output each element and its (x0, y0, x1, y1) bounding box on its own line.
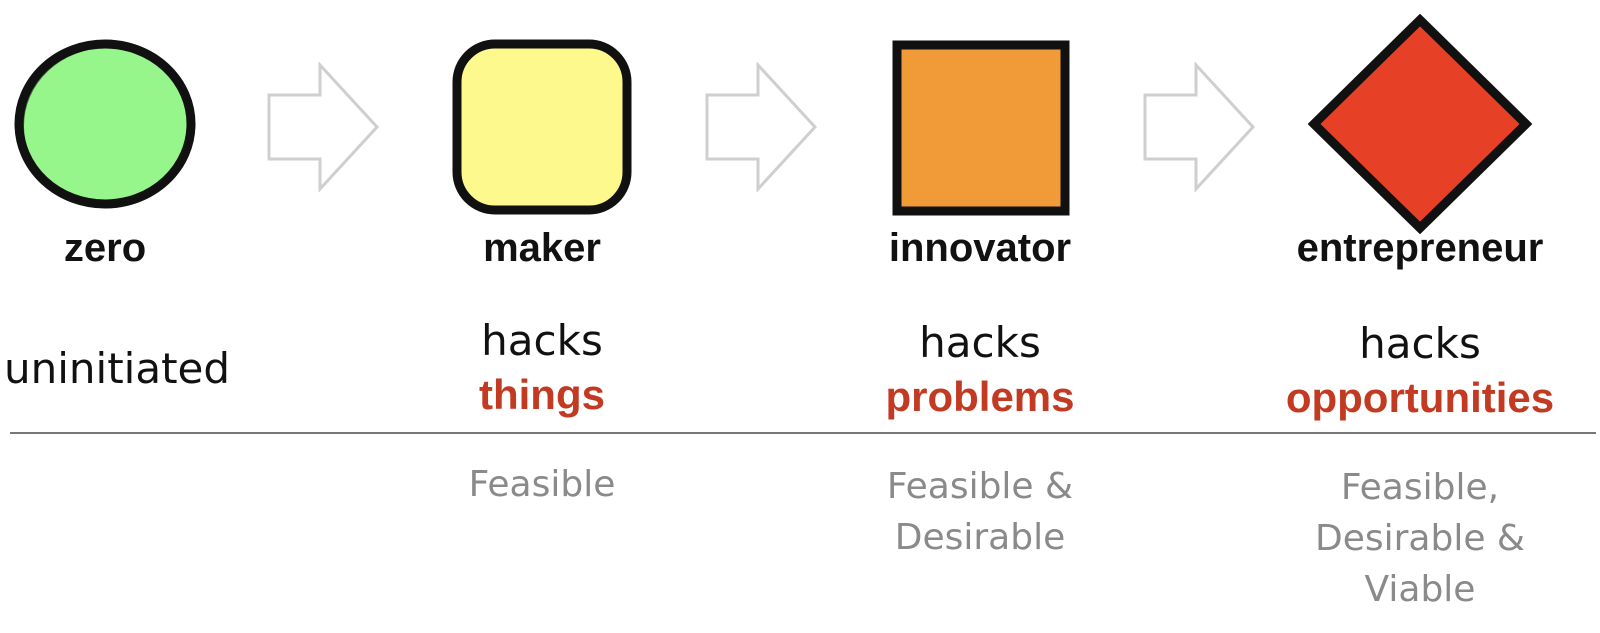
criteria-line: Desirable (894, 517, 1066, 558)
arrow-right-icon (1143, 62, 1256, 192)
stage-description-entrepreneur: hacks opportunities (1262, 317, 1578, 425)
stage-title-innovator: innovator (888, 226, 1072, 270)
criteria-line: Feasible, (1340, 467, 1500, 508)
stage-title-entrepreneur: entrepreneur (1296, 226, 1544, 270)
stage-description-maker: hacks things (432, 314, 652, 422)
arrow-right-icon (705, 62, 818, 192)
arrow-right-icon (267, 62, 380, 192)
circle-icon (14, 39, 196, 209)
criteria-line: Feasible & (886, 466, 1074, 507)
rounded-square-icon (452, 39, 632, 215)
stage-description-zero: uninitiated (4, 344, 231, 393)
verb-label: hacks (1359, 319, 1481, 368)
stage-title-zero: zero (63, 226, 147, 270)
criteria-line: Viable (1364, 569, 1476, 610)
criteria-entrepreneur: Feasible, Desirable & Viable (1280, 462, 1560, 615)
stage-description-innovator: hacks problems (860, 316, 1100, 424)
divider-line (10, 432, 1596, 434)
object-label: problems (885, 373, 1075, 420)
object-label: things (479, 371, 605, 418)
object-label: opportunities (1285, 374, 1555, 421)
criteria-line: Feasible (468, 464, 616, 505)
criteria-maker: Feasible (432, 459, 652, 510)
verb-label: hacks (481, 316, 603, 365)
criteria-line: Desirable & (1314, 518, 1525, 559)
criteria-innovator: Feasible & Desirable (860, 461, 1100, 563)
verb-label: hacks (919, 318, 1041, 367)
stage-title-maker: maker (483, 226, 601, 270)
square-icon (892, 40, 1070, 216)
diamond-icon (1308, 14, 1532, 234)
